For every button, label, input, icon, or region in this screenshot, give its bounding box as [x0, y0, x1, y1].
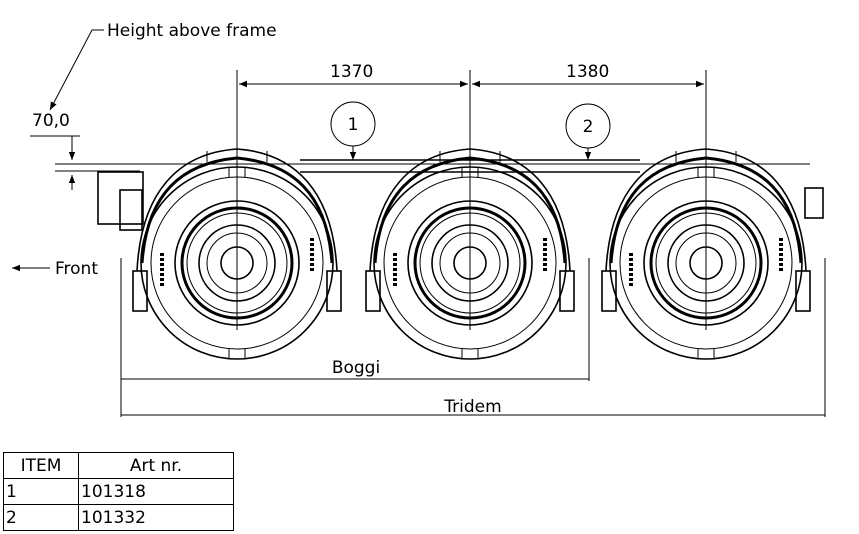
table-header-item: ITEM — [3, 452, 79, 479]
table-cell-art-nr: 101332 — [78, 504, 234, 531]
item-table: ITEM Art nr. 1 101318 2 101332 — [3, 452, 234, 531]
callout-2-label: 2 — [583, 117, 594, 137]
dimension-1370: 1370 — [330, 62, 373, 82]
table-cell-art-nr: 101318 — [78, 478, 234, 505]
table-row: 1 101318 — [3, 478, 234, 505]
tridem-label: Tridem — [443, 397, 501, 417]
height-above-frame-label: Height above frame — [107, 21, 277, 41]
height-value-label: 70,0 — [32, 111, 70, 131]
callout-1-label: 1 — [348, 115, 359, 135]
boggi-label: Boggi — [332, 358, 380, 378]
table-row: 2 101332 — [3, 504, 234, 531]
table-cell-item: 1 — [3, 478, 79, 505]
front-label: Front — [55, 259, 98, 279]
table-cell-item: 2 — [3, 504, 79, 531]
table-header-art-nr: Art nr. — [78, 452, 234, 479]
table-header-row: ITEM Art nr. — [3, 452, 234, 479]
dimension-1380: 1380 — [566, 62, 609, 82]
